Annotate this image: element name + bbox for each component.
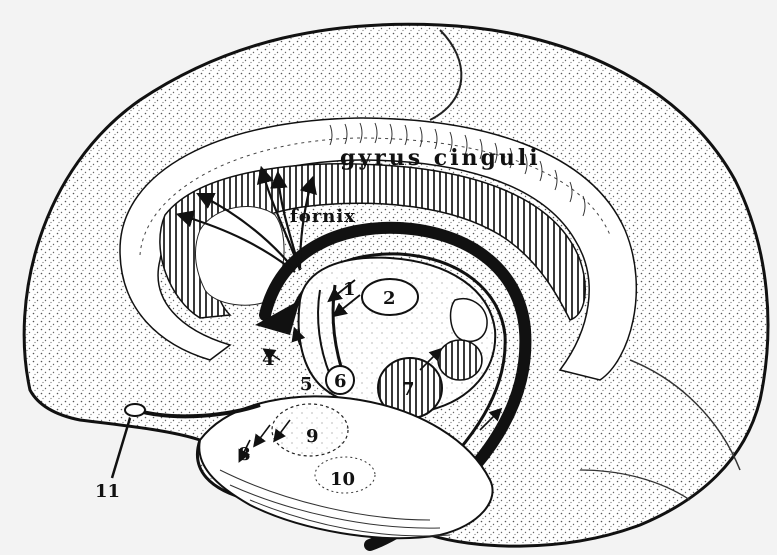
label-fornix: fornix (290, 206, 356, 227)
label-11: 11 (95, 481, 120, 502)
label-9: 9 (306, 426, 319, 447)
label-5: 5 (300, 374, 313, 395)
label-6: 6 (334, 371, 347, 392)
label-2: 2 (383, 288, 396, 309)
label-1: 1 (343, 279, 356, 300)
label-10: 10 (330, 469, 355, 490)
olfactory-bulb (125, 404, 145, 416)
label-4: 4 (262, 349, 275, 370)
nucleus-7b (438, 340, 482, 380)
leader-line-11 (112, 418, 130, 478)
label-7: 7 (402, 379, 415, 400)
label-8: 8 (238, 444, 251, 465)
label-gyrus-cinguli: gyrus cinguli (340, 145, 541, 171)
